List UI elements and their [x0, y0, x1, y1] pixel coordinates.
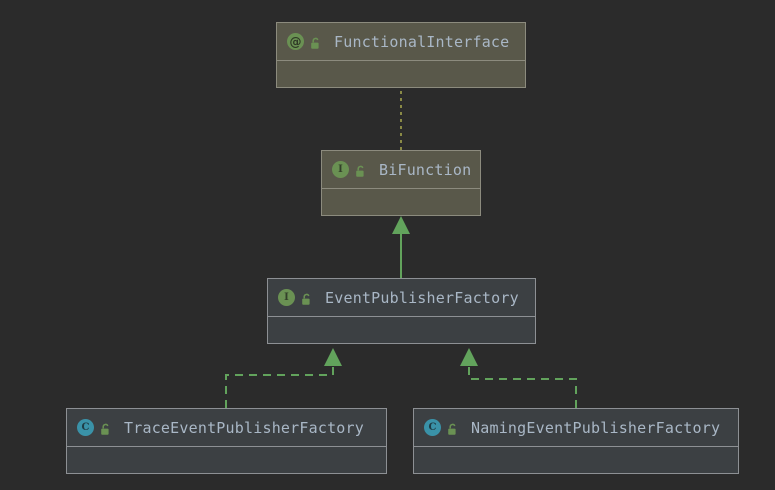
node-members-compartment [322, 189, 480, 215]
node-header: I EventPublisherFactory [268, 279, 535, 317]
node-members-compartment [277, 61, 525, 87]
public-unlocked-padlock-icon [301, 291, 313, 305]
interface-i-icon: I [278, 289, 295, 306]
node-header: C TraceEventPublisherFactory [67, 409, 386, 447]
uml-node-naming-event-publisher-factory[interactable]: C NamingEventPublisherFactory [413, 408, 739, 474]
public-unlocked-padlock-icon [100, 421, 112, 435]
public-unlocked-padlock-icon [355, 163, 367, 177]
node-members-compartment [414, 447, 738, 473]
node-title: EventPublisherFactory [325, 288, 519, 307]
class-c-icon: C [424, 419, 441, 436]
annotation-at-icon: @ [287, 33, 304, 50]
uml-node-bifunction[interactable]: I BiFunction [321, 150, 481, 216]
uml-node-functional-interface[interactable]: @ FunctionalInterface [276, 22, 526, 88]
edge-traceeventpublisherfactory-implements-eventpublisherfactory [225, 348, 342, 408]
node-header: I BiFunction [322, 151, 480, 189]
node-members-compartment [67, 447, 386, 473]
node-title: BiFunction [379, 160, 472, 179]
node-header: C NamingEventPublisherFactory [414, 409, 738, 447]
class-c-icon: C [77, 419, 94, 436]
node-header: @ FunctionalInterface [277, 23, 525, 61]
node-title: FunctionalInterface [334, 32, 510, 51]
node-members-compartment [268, 317, 535, 343]
uml-node-event-publisher-factory[interactable]: I EventPublisherFactory [267, 278, 536, 344]
public-unlocked-padlock-icon [310, 35, 322, 49]
public-unlocked-padlock-icon [447, 421, 459, 435]
edge-eventpublisherfactory-extends-bifunction [392, 216, 410, 278]
uml-node-trace-event-publisher-factory[interactable]: C TraceEventPublisherFactory [66, 408, 387, 474]
node-title: TraceEventPublisherFactory [124, 418, 364, 437]
node-title: NamingEventPublisherFactory [471, 418, 721, 437]
edge-namingeventpublisherfactory-implements-eventpublisherfactory [460, 348, 577, 408]
interface-i-icon: I [332, 161, 349, 178]
